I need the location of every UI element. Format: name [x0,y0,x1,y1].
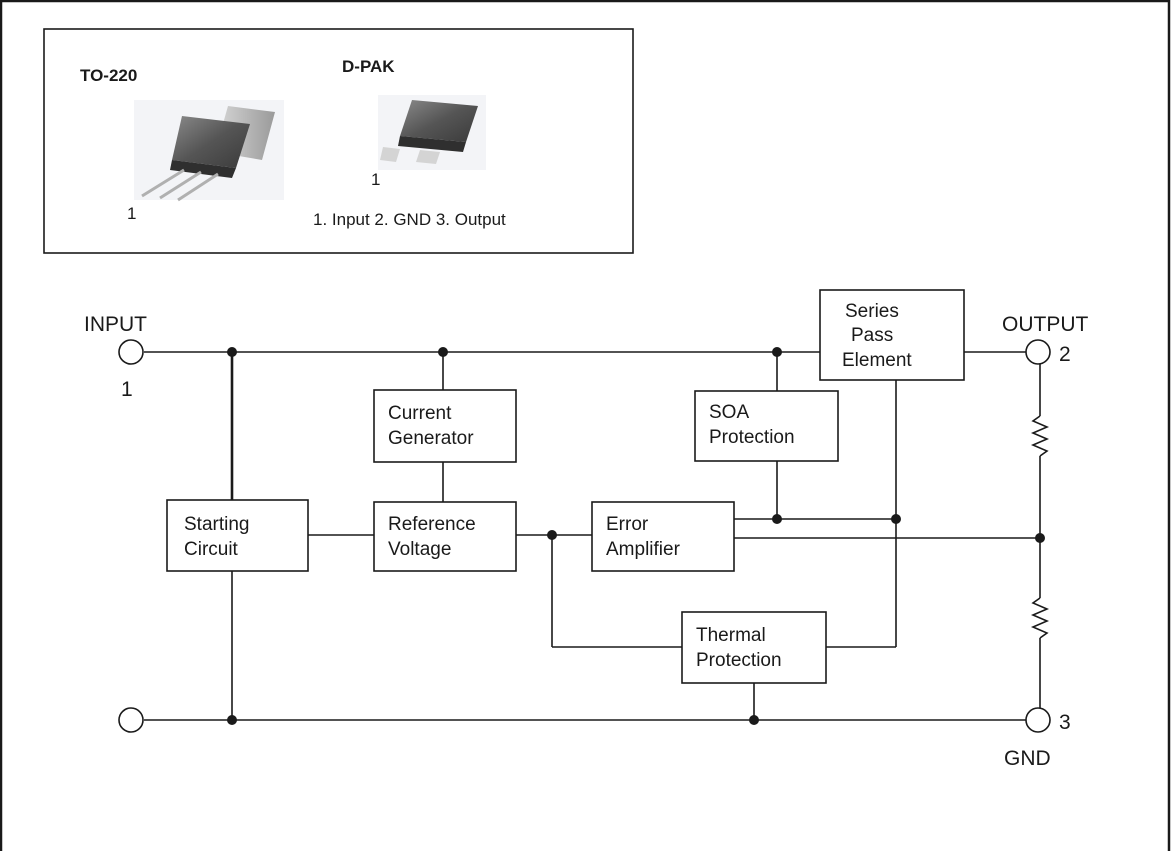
thermal-protection-block: Thermal Protection [681,611,827,684]
svg-text:Current: Current [388,403,452,424]
svg-text:Starting: Starting [184,514,249,535]
svg-text:Element: Element [842,350,912,371]
dpak-pin-1: 1 [371,170,380,189]
error-amplifier-block: Error Amplifier [591,501,735,572]
svg-text:Error: Error [606,514,649,535]
input-terminal [118,339,144,365]
input-pin-number: 1 [121,378,133,401]
gnd-pin-number: 3 [1059,711,1071,734]
output-terminal [1025,339,1051,365]
svg-text:Circuit: Circuit [184,539,239,560]
package-panel: TO-220 D-PAK 1 1 1. Input 2. GND 3. Outp… [43,28,634,254]
to220-package-image [134,100,284,202]
pinout-legend: 1. Input 2. GND 3. Output [313,210,506,229]
gnd-terminal [1025,707,1051,733]
series-pass-element-block: Series Pass Element [819,289,965,381]
wiring [144,351,1050,721]
resistor-lower [1030,597,1050,639]
svg-text:Thermal: Thermal [696,625,766,646]
output-label: OUTPUT [1002,313,1089,336]
ground-left-terminal [118,707,144,733]
junction-dots [227,347,1045,725]
resistor-upper [1030,415,1050,457]
to220-label: TO-220 [80,66,137,85]
svg-text:Voltage: Voltage [388,539,451,560]
to220-pin-1: 1 [127,204,136,223]
dpak-package-image [378,95,486,170]
soa-protection-block: SOA Protection [694,390,839,462]
svg-text:Series: Series [845,301,899,322]
starting-circuit-block: Starting Circuit [166,499,309,572]
svg-text:Protection: Protection [696,650,782,671]
current-generator-block: Current Generator [373,389,517,463]
svg-text:Pass: Pass [851,325,893,346]
svg-text:Generator: Generator [388,428,474,449]
svg-text:SOA: SOA [709,402,749,423]
input-label: INPUT [84,313,147,336]
output-pin-number: 2 [1059,343,1071,366]
svg-text:Reference: Reference [388,514,476,535]
terminals [118,339,1051,733]
dpak-label: D-PAK [342,57,395,76]
gnd-label: GND [1004,747,1051,770]
reference-voltage-block: Reference Voltage [373,501,517,572]
svg-text:Amplifier: Amplifier [606,539,681,560]
svg-text:Protection: Protection [709,427,795,448]
